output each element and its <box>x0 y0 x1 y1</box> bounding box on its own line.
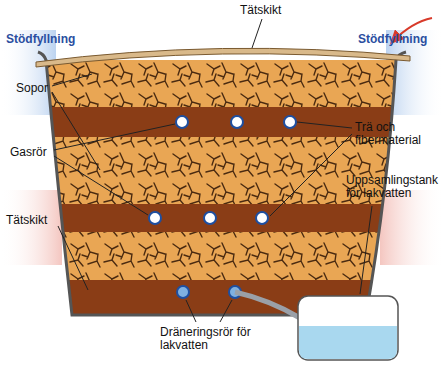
gas-pipe-label: Gasrör <box>10 146 56 159</box>
wood-label: Trä och fibermaterial <box>355 121 435 147</box>
seal-label: Tätskikt <box>240 4 310 17</box>
seal-label: Tätskikt <box>6 214 62 227</box>
side-fill-left <box>0 190 62 265</box>
wood-layer <box>40 204 410 232</box>
drain-label: Dräneringsrör för lakvatten <box>160 326 256 352</box>
drain-hose <box>235 292 300 318</box>
leachate-tank <box>298 296 398 360</box>
wood-layer <box>40 107 410 137</box>
top-seal <box>36 48 410 67</box>
gas-pipes <box>149 116 296 224</box>
drain-pipes <box>177 286 241 298</box>
support-label: Stödfyllning <box>6 33 96 46</box>
support-label: Stödfyllning <box>358 33 442 46</box>
side-fill-right <box>380 190 444 265</box>
leader-lines <box>52 19 372 322</box>
tank-label: Uppsamlingstank för lakvatten <box>346 174 442 200</box>
tank-liquid <box>299 326 397 359</box>
waste-label: Sopor <box>16 82 56 95</box>
